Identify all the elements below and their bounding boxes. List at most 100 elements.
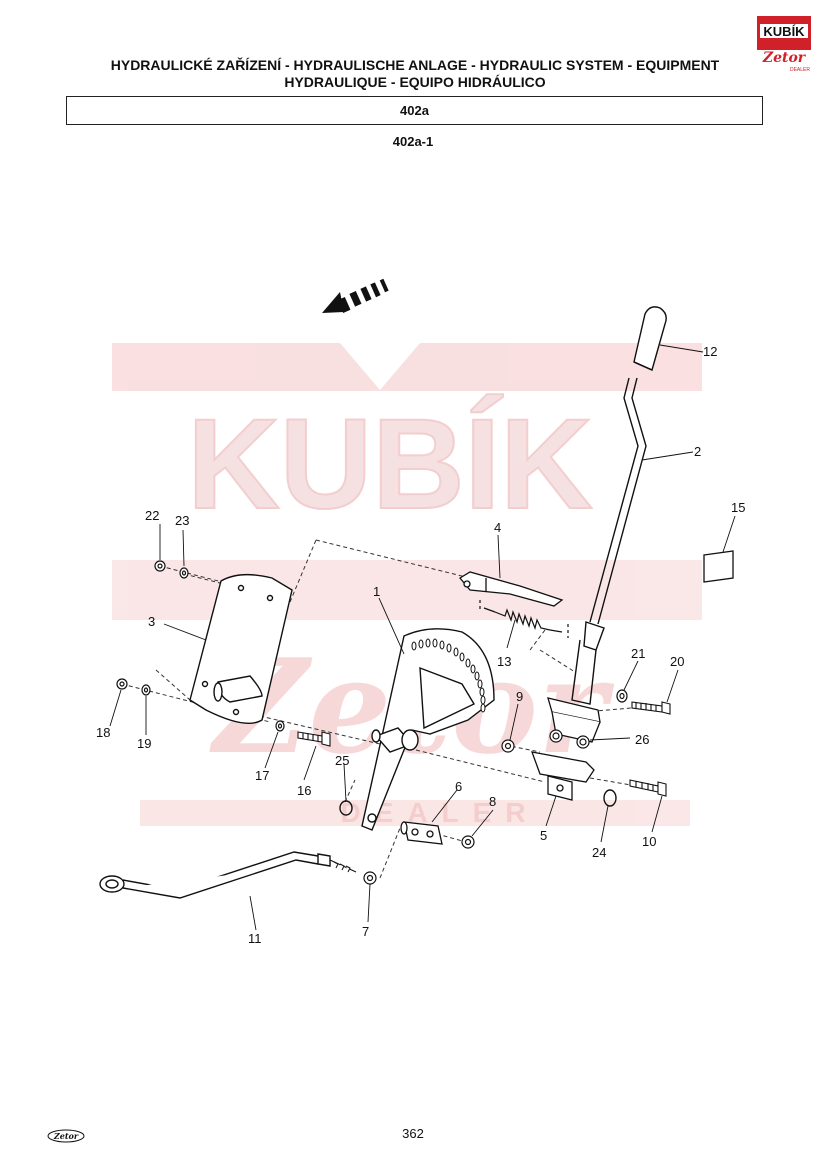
callout-21: 21 <box>631 646 645 661</box>
callout-10: 10 <box>642 834 656 849</box>
section-code-box: 402a <box>66 96 763 125</box>
leader-10 <box>651 795 663 833</box>
part-26-nuts <box>549 729 590 749</box>
callout-26: 26 <box>635 732 649 747</box>
part-16-bolt <box>297 731 331 747</box>
leader-2 <box>641 451 694 461</box>
callout-labels: 12 2 15 4 13 1 22 23 3 18 19 17 16 25 6 … <box>96 344 745 946</box>
callout-23: 23 <box>175 513 189 528</box>
page-number: 362 <box>402 1126 424 1141</box>
title-line-2: HYDRAULIQUE - EQUIPO HIDRÁULICO <box>284 74 546 90</box>
callout-16: 16 <box>297 783 311 798</box>
watermark: KUBÍK Zetor DEALER <box>112 343 702 828</box>
assembly-line <box>289 539 317 603</box>
part-11-rod <box>99 851 357 899</box>
assembly-line <box>429 831 467 843</box>
callout-18: 18 <box>96 725 110 740</box>
part-18-nut <box>116 678 128 690</box>
callout-24: 24 <box>592 845 606 860</box>
leader-11 <box>249 895 257 931</box>
part-22-nut <box>154 560 166 572</box>
leader-17 <box>264 731 279 769</box>
kubik-zetor-logo: KUBÍK Zetor DEALER <box>757 16 811 73</box>
assembly-line <box>159 565 231 585</box>
logo-white-band <box>760 24 808 38</box>
part-5-clamp <box>531 697 601 801</box>
part-2-lever-rod <box>571 377 647 705</box>
footer-logo-text: Zetor <box>53 1131 79 1141</box>
callout-4: 4 <box>494 520 501 535</box>
leader-24 <box>600 805 609 843</box>
callout-5: 5 <box>540 828 547 843</box>
callout-19: 19 <box>137 736 151 751</box>
leader-5 <box>545 795 557 827</box>
callout-13: 13 <box>497 654 511 669</box>
leader-7 <box>367 883 371 923</box>
leader-8 <box>471 809 494 837</box>
part-24-ring <box>603 789 617 807</box>
assembly-line <box>504 744 541 753</box>
leader-25 <box>343 763 347 802</box>
part-7-nut <box>363 871 377 885</box>
leader-12 <box>659 344 704 353</box>
leader-23 <box>182 529 185 567</box>
part-6-sleeve <box>400 821 443 845</box>
callout-12: 12 <box>703 344 717 359</box>
callout-1: 1 <box>373 584 380 599</box>
leader-13 <box>506 619 516 649</box>
callout-8: 8 <box>489 794 496 809</box>
part-3-mounting-plate <box>189 573 293 724</box>
watermark-notch <box>340 343 420 390</box>
part-10-bolt <box>629 779 667 797</box>
zetor-footer-logo: Zetor <box>47 1129 85 1143</box>
part-21-washer <box>616 689 628 703</box>
leader-9 <box>509 703 519 741</box>
part-23-washer <box>179 567 189 579</box>
logo-bottom-text: Zetor <box>762 50 807 66</box>
quadrant-teeth <box>411 638 486 713</box>
part-4-bracket <box>459 571 564 607</box>
logo-top-text: KUBÍK <box>763 24 805 39</box>
callout-17: 17 <box>255 768 269 783</box>
assembly-line <box>183 573 241 589</box>
callout-3: 3 <box>148 614 155 629</box>
assembly-line <box>155 669 191 701</box>
assembly-line <box>379 827 401 879</box>
page-title: HYDRAULICKÉ ZAŘÍZENÍ - HYDRAULISCHE ANLA… <box>100 57 730 91</box>
part-1-quadrant-lever <box>361 628 495 831</box>
part-20-bolt <box>631 701 671 715</box>
part-19-washer <box>141 684 151 696</box>
assembly-line <box>415 749 546 783</box>
leader-16 <box>303 745 317 781</box>
callout-20: 20 <box>670 654 684 669</box>
assembly-line <box>315 539 471 579</box>
leader-6 <box>431 789 458 823</box>
leader-3 <box>163 623 207 641</box>
leader-lines <box>109 344 736 931</box>
leader-4 <box>497 534 501 579</box>
direction-arrow-icon <box>322 278 389 314</box>
subsection-code: 402a-1 <box>392 134 434 149</box>
part-17-washer <box>275 720 285 732</box>
part-9-nut <box>501 739 515 753</box>
callout-7: 7 <box>362 924 369 939</box>
part-15-plate <box>703 550 734 583</box>
callout-15: 15 <box>731 500 745 515</box>
watermark-text: KUBÍK <box>187 393 592 536</box>
leader-15 <box>722 515 736 553</box>
callout-22: 22 <box>145 508 159 523</box>
callout-2: 2 <box>694 444 701 459</box>
callout-9: 9 <box>516 689 523 704</box>
callout-11: 11 <box>248 931 262 946</box>
callout-25: 25 <box>335 753 349 768</box>
section-code: 402a <box>400 103 429 118</box>
watermark-band-bottom <box>140 800 690 826</box>
leader-21 <box>623 660 639 691</box>
part-8-nut <box>461 835 475 849</box>
part-13-spring <box>479 600 569 638</box>
title-line-1: HYDRAULICKÉ ZAŘÍZENÍ - HYDRAULISCHE ANLA… <box>110 57 720 73</box>
leader-18 <box>109 689 122 727</box>
leader-20 <box>666 669 679 703</box>
callout-6: 6 <box>455 779 462 794</box>
